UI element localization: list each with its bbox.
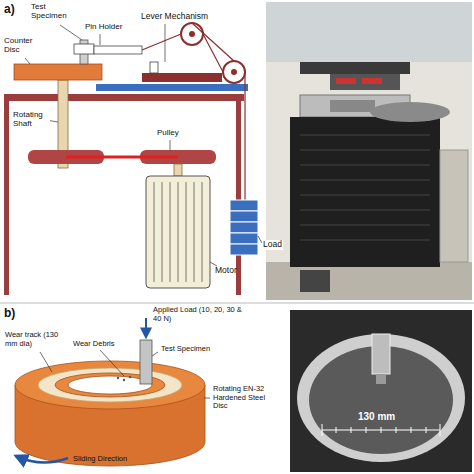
part-label: Lever Mechanism <box>140 12 209 22</box>
part-label: Pulley <box>156 128 180 137</box>
part-label: Pin Holder <box>84 22 123 31</box>
panel-letter: a) <box>3 3 16 17</box>
panel-divider <box>0 303 474 304</box>
part-label: Rotating EN-32 Hardened Steel Disc <box>212 385 278 411</box>
part-label: Motor <box>214 266 238 276</box>
photo-a <box>266 2 472 300</box>
panel-letter: b) <box>3 307 16 321</box>
schematic-a <box>4 23 262 295</box>
schematic-b <box>15 318 210 466</box>
part-label: Counter Disc <box>3 36 45 54</box>
photo-b <box>290 310 472 472</box>
part-label: Load <box>262 240 283 250</box>
direction-label: Sliding Direction <box>72 455 128 464</box>
dimension-label: 130 mm <box>357 411 396 423</box>
part-label: Test Specimen <box>160 345 211 354</box>
load-label: Applied Load (10, 20, 30 & 40 N) <box>152 306 250 323</box>
part-label: Rotating Shaft <box>12 110 50 128</box>
dimension-label: Wear track (130 mm dia) <box>4 331 68 348</box>
part-label: Wear Debris <box>72 340 116 349</box>
part-label: Test Specimen <box>30 2 72 20</box>
